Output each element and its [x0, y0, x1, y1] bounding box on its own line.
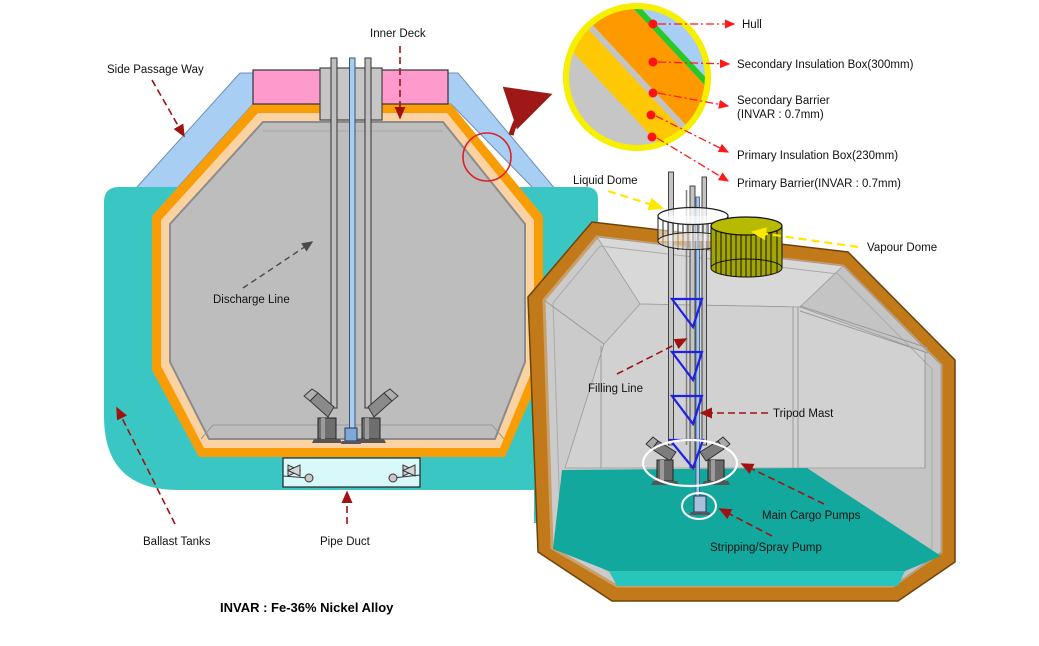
- interior-floor-trim-right: [491, 424, 505, 440]
- label-invar-note: INVAR : Fe-36% Nickel Alloy: [220, 600, 394, 615]
- label-discharge-line: Discharge Line: [213, 294, 290, 306]
- label-inner-deck: Inner Deck: [370, 28, 426, 40]
- insulation-detail-circle: [563, 3, 736, 182]
- detail-dot-secondary-barrier: [648, 88, 658, 98]
- cargo-floor: [553, 468, 941, 571]
- stripping-pump-highlight-ellipse: [681, 492, 717, 520]
- label-tripod-mast: Tripod Mast: [773, 408, 834, 420]
- leader-primary-barrier: [656, 137, 730, 182]
- leader-primary-box: [655, 115, 730, 153]
- duct-valve-left: [282, 464, 314, 483]
- interior-floor-trim-left: [200, 424, 214, 440]
- vapour-dome-shape: [710, 216, 783, 278]
- label-primary-insulation-box: Primary Insulation Box(230mm): [737, 150, 898, 162]
- label-side-passage-way: Side Passage Way: [107, 64, 204, 76]
- label-hull: Hull: [742, 19, 762, 31]
- tripod-brace: [669, 394, 704, 427]
- discharge-pump-left: [303, 388, 342, 443]
- stripping-pipe-center: [349, 57, 356, 429]
- tripod-braces: [667, 297, 705, 471]
- stripping-pump-left-tank: [341, 427, 361, 444]
- arrow-liquid-dome: [607, 189, 665, 211]
- layer-hull-green: [580, 9, 705, 143]
- label-pipe-duct: Pipe Duct: [320, 536, 371, 548]
- magnifier-circle: [462, 132, 512, 182]
- arrow-filling-line: [616, 338, 688, 375]
- magnifier-arrow: [502, 86, 553, 136]
- label-secondary-barrier-line1: Secondary Barrier: [737, 95, 830, 107]
- label-main-cargo-pumps: Main Cargo Pumps: [762, 510, 861, 522]
- detail-circle-ring: [563, 3, 711, 151]
- labels: Side Passage Way Inner Deck Discharge Li…: [107, 19, 937, 615]
- arrow-discharge-line: [242, 241, 314, 289]
- label-secondary-insulation-box: Secondary Insulation Box(300mm): [737, 59, 914, 71]
- label-liquid-dome: Liquid Dome: [573, 175, 638, 187]
- detail-dot-secondary-box: [648, 57, 658, 67]
- annotation-arrows: [116, 46, 859, 537]
- arrow-stripping-spray-pump: [718, 508, 773, 537]
- label-ballast-tanks: Ballast Tanks: [143, 536, 211, 548]
- detail-dot-primary-barrier: [647, 132, 657, 142]
- cargo-pumps-highlight-ellipse: [641, 438, 739, 488]
- duct-valve-right: [388, 464, 421, 483]
- arrow-vapour-dome: [750, 227, 859, 249]
- label-secondary-barrier-line2: (INVAR : 0.7mm): [737, 109, 824, 121]
- discharge-pump-right: [356, 388, 399, 443]
- detail-dot-hull: [648, 19, 658, 29]
- cargo-floor-front-strip: [609, 571, 905, 586]
- detail-dots: [646, 19, 658, 142]
- leader-secondary-barrier: [657, 92, 730, 109]
- label-primary-barrier: Primary Barrier(INVAR : 0.7mm): [737, 178, 901, 190]
- label-vapour-dome: Vapour Dome: [867, 242, 937, 254]
- tripod-brace: [669, 297, 704, 330]
- tripod-brace: [669, 350, 704, 383]
- wall-seam-lines: [543, 299, 929, 468]
- layer-secondary-barrier: [569, 9, 705, 145]
- discharge-pipe-right: [364, 57, 372, 409]
- arrow-main-cargo-pumps: [740, 463, 825, 505]
- stripping-spray-pump-unit: [689, 495, 711, 515]
- detail-dot-primary-box: [646, 110, 656, 120]
- discharge-pipe-left: [330, 57, 338, 409]
- arrow-side-passage-way: [151, 79, 185, 138]
- detail-leader-lines: [655, 19, 736, 182]
- label-filling-line: Filling Line: [588, 383, 643, 395]
- label-stripping-spray-pump: Stripping/Spray Pump: [710, 542, 822, 554]
- main-cargo-pump-right: [699, 436, 731, 485]
- right-tank-cutaway: [527, 171, 956, 602]
- leader-secondary-box: [657, 59, 731, 69]
- tank-interior: [169, 121, 526, 440]
- pipe-duct-box: [282, 457, 421, 488]
- left-tank-cross-section: [104, 57, 598, 523]
